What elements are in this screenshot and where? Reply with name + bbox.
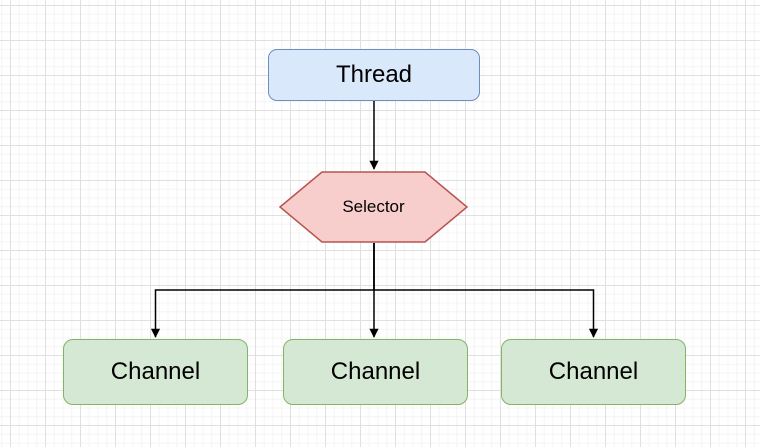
node-channel-1[interactable]: Channel [63,339,248,405]
edge-selector-channel-3[interactable] [373,243,599,338]
node-channel-2-label: Channel [330,358,421,385]
node-thread[interactable]: Thread [268,49,480,101]
hexagon-shape [279,171,468,243]
node-thread-label: Thread [335,61,413,88]
node-selector[interactable]: Selector [279,171,468,243]
node-channel-3-label: Channel [548,358,639,385]
node-channel-1-label: Channel [110,358,201,385]
edge-selector-channel-1[interactable] [150,243,375,338]
node-channel-2[interactable]: Channel [283,339,468,405]
node-selector-label: Selector [342,197,405,216]
node-channel-3[interactable]: Channel [501,339,686,405]
hexagon-polygon[interactable] [279,171,468,243]
